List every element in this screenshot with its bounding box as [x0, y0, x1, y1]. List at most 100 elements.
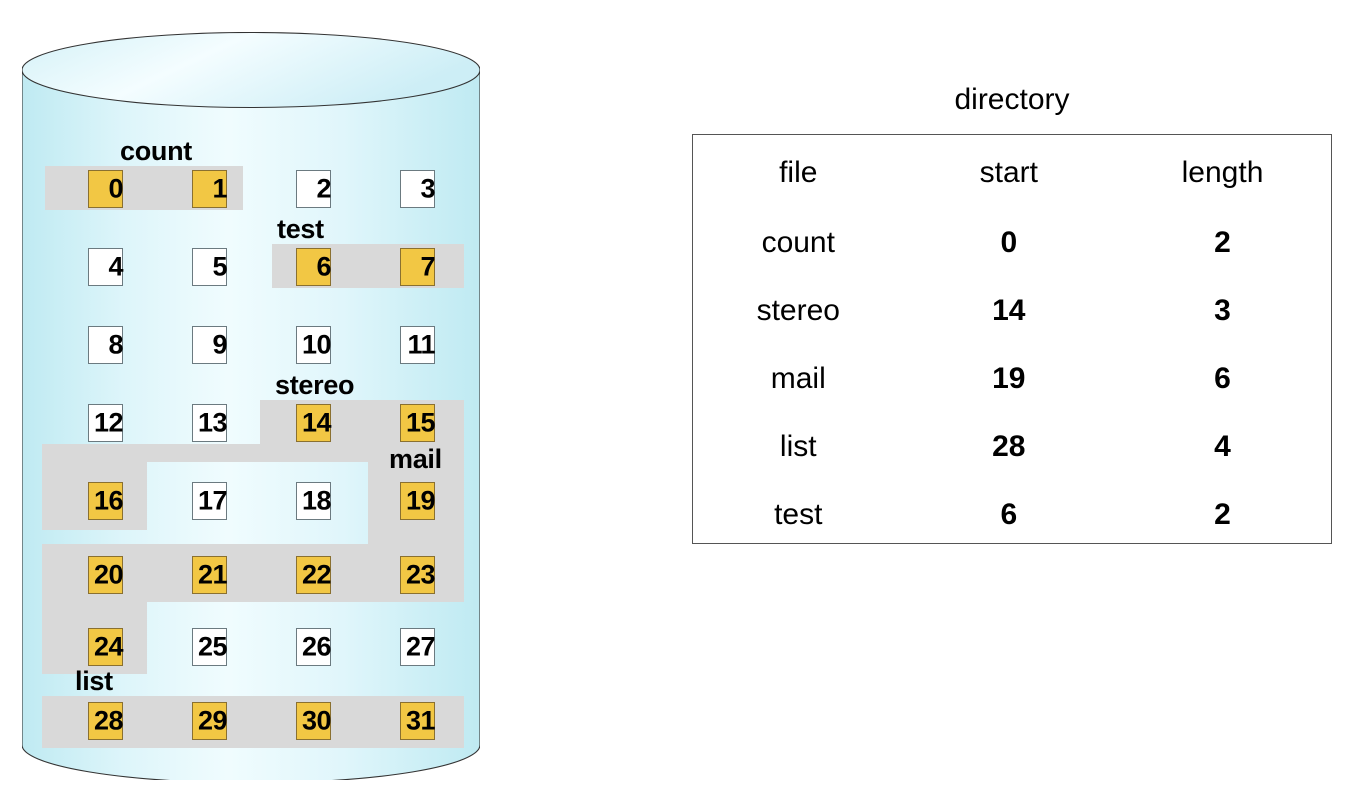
block-cell-7 — [400, 248, 435, 286]
disk-block-21[interactable]: 21 — [192, 556, 264, 594]
disk-block-8[interactable]: 8 — [88, 326, 160, 364]
block-cell-21 — [192, 556, 227, 594]
disk-block-31[interactable]: 31 — [400, 702, 472, 740]
block-cell-14 — [296, 404, 331, 442]
block-number-22: 22 — [301, 559, 332, 590]
disk-block-9[interactable]: 9 — [192, 326, 264, 364]
block-cell-30 — [296, 702, 331, 740]
disk-block-27[interactable]: 27 — [400, 628, 472, 666]
block-cell-2 — [296, 170, 331, 208]
disk-block-0[interactable]: 0 — [88, 170, 160, 208]
block-number-8: 8 — [108, 329, 123, 360]
block-number-23: 23 — [405, 559, 436, 590]
disk-block-25[interactable]: 25 — [192, 628, 264, 666]
block-number-26: 26 — [301, 631, 332, 662]
block-cell-31 — [400, 702, 435, 740]
block-cell-27 — [400, 628, 435, 666]
block-number-10: 10 — [301, 329, 332, 360]
directory-row-test[interactable]: test 6 2 — [693, 483, 1331, 547]
block-number-24: 24 — [93, 631, 124, 662]
directory-header-start: start — [979, 156, 1038, 189]
block-cell-9 — [192, 326, 227, 364]
block-number-0: 0 — [108, 173, 123, 204]
directory-row-stereo[interactable]: stereo 14 3 — [693, 279, 1331, 343]
block-number-17: 17 — [197, 485, 228, 516]
disk-block-18[interactable]: 18 — [296, 482, 368, 520]
file-label-mail: mail — [389, 444, 442, 474]
block-cell-22 — [296, 556, 331, 594]
disk-block-24[interactable]: 24 — [88, 628, 160, 666]
disk-block-2[interactable]: 2 — [296, 170, 368, 208]
disk-block-20[interactable]: 20 — [88, 556, 160, 594]
block-cell-23 — [400, 556, 435, 594]
disk-block-13[interactable]: 13 — [192, 404, 264, 442]
disk-block-26[interactable]: 26 — [296, 628, 368, 666]
disk-block-5[interactable]: 5 — [192, 248, 264, 286]
directory-cell-length: 2 — [1214, 226, 1231, 259]
block-cell-8 — [88, 326, 123, 364]
block-cell-13 — [192, 404, 227, 442]
disk-block-11[interactable]: 11 — [400, 326, 472, 364]
disk-block-12[interactable]: 12 — [88, 404, 160, 442]
disk-block-28[interactable]: 28 — [88, 702, 160, 740]
disk-block-15[interactable]: 15 — [400, 404, 472, 442]
block-number-5: 5 — [212, 251, 227, 282]
block-number-9: 9 — [212, 329, 227, 360]
directory-header-row: file start length — [693, 141, 1331, 205]
directory-title: directory — [954, 83, 1070, 116]
block-number-31: 31 — [405, 705, 436, 736]
directory-cell-length: 6 — [1214, 362, 1231, 395]
directory-cell-file: stereo — [756, 294, 840, 327]
block-number-21: 21 — [197, 559, 228, 590]
directory-table: file start length count 0 2 stereo 14 3 … — [692, 134, 1332, 544]
directory-cell-length: 3 — [1214, 294, 1231, 327]
block-cell-0 — [88, 170, 123, 208]
disk-block-1[interactable]: 1 — [192, 170, 264, 208]
block-cell-6 — [296, 248, 331, 286]
block-cell-4 — [88, 248, 123, 286]
directory-header-file: file — [779, 156, 818, 189]
directory-row-list[interactable]: list 28 4 — [693, 415, 1331, 479]
block-cell-1 — [192, 170, 227, 208]
disk-block-23[interactable]: 23 — [400, 556, 472, 594]
disk-block-3[interactable]: 3 — [400, 170, 472, 208]
disk-block-10[interactable]: 10 — [296, 326, 368, 364]
block-number-30: 30 — [301, 705, 332, 736]
block-cell-3 — [400, 170, 435, 208]
block-cell-12 — [88, 404, 123, 442]
directory-cell-file: test — [774, 498, 823, 531]
block-cell-19 — [400, 482, 435, 520]
directory-cell-length: 2 — [1214, 498, 1231, 531]
block-cell-15 — [400, 404, 435, 442]
disk-block-29[interactable]: 29 — [192, 702, 264, 740]
block-cell-16 — [88, 482, 123, 520]
disk-block-14[interactable]: 14 — [296, 404, 368, 442]
block-cell-5 — [192, 248, 227, 286]
file-label-stereo: stereo — [275, 370, 355, 400]
directory-row-count[interactable]: count 0 2 — [693, 211, 1331, 275]
disk-block-6[interactable]: 6 — [296, 248, 368, 286]
disk-block-16[interactable]: 16 — [88, 482, 160, 520]
directory-cell-file: mail — [770, 362, 826, 395]
block-number-19: 19 — [405, 485, 436, 516]
block-number-13: 13 — [197, 407, 228, 438]
block-number-11: 11 — [407, 329, 435, 360]
block-cell-10 — [296, 326, 331, 364]
file-band-stereo-b — [42, 444, 464, 462]
block-cell-29 — [192, 702, 227, 740]
block-number-6: 6 — [316, 251, 331, 282]
block-number-28: 28 — [93, 705, 124, 736]
block-cell-24 — [88, 628, 123, 666]
directory-cell-file: count — [761, 226, 835, 259]
disk-block-7[interactable]: 7 — [400, 248, 472, 286]
disk-block-30[interactable]: 30 — [296, 702, 368, 740]
file-label-count: count — [120, 136, 192, 166]
directory-row-mail[interactable]: mail 19 6 — [693, 347, 1331, 411]
disk-block-17[interactable]: 17 — [192, 482, 264, 520]
block-cell-28 — [88, 702, 123, 740]
block-cell-17 — [192, 482, 227, 520]
disk-block-22[interactable]: 22 — [296, 556, 368, 594]
block-cell-25 — [192, 628, 227, 666]
disk-block-4[interactable]: 4 — [88, 248, 160, 286]
disk-block-19[interactable]: 19 — [400, 482, 472, 520]
